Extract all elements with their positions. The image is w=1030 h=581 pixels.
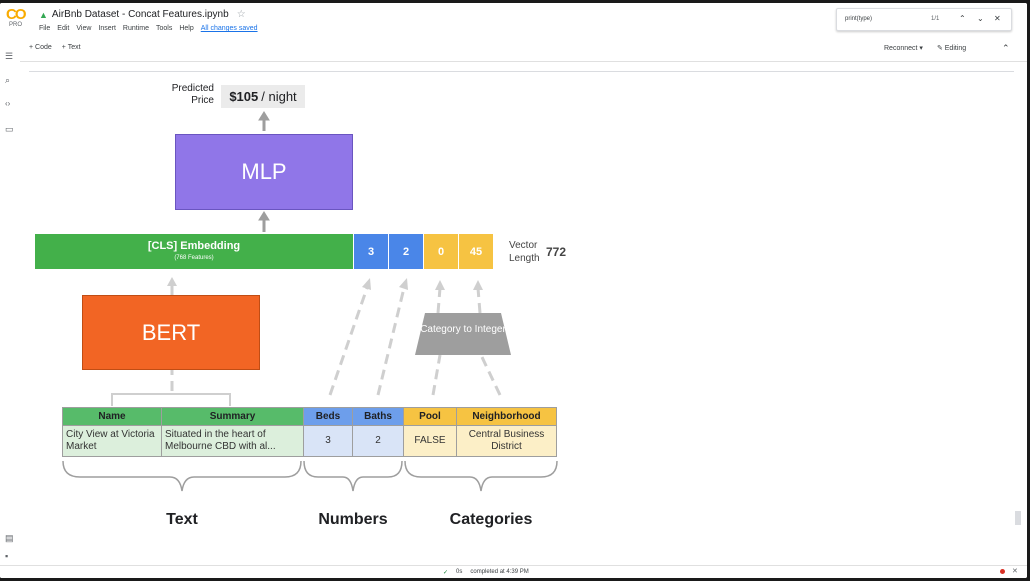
col-pool-header: Pool (403, 407, 457, 426)
menu-runtime[interactable]: Runtime (122, 25, 149, 32)
cell-neighborhood: Central Business District (456, 425, 557, 457)
cell-name: City View at Victoria Market (62, 425, 162, 457)
price-unit: / night (261, 89, 297, 104)
reconnect-button[interactable]: Reconnect ▾ (884, 44, 923, 52)
category-to-integer-box: Category to Integer (415, 313, 511, 355)
diagram-connectors (62, 111, 558, 492)
menu-edit[interactable]: Edit (57, 25, 70, 32)
col-name-header: Name (62, 407, 162, 426)
menu-insert[interactable]: Insert (98, 25, 116, 32)
embedding-label: [CLS] Embedding (147, 240, 241, 252)
code-snippets-icon[interactable]: ‹› (5, 99, 11, 108)
bert-block: BERT (82, 295, 260, 370)
logo-text: CO (6, 6, 27, 23)
group-label-numbers: Numbers (318, 511, 388, 528)
vector-length-value: 772 (546, 245, 567, 259)
status-bar: ✓ 0s completed at 4:39 PM ✕ (0, 565, 1027, 578)
group-label-categories: Categories (449, 511, 533, 528)
notebook-title[interactable]: AirBnb Dataset - Concat Features.ipynb (51, 9, 229, 20)
drive-icon: ▲ (39, 9, 48, 20)
editing-mode-button[interactable]: ✎ Editing (937, 44, 966, 52)
colab-logo[interactable]: CO PRO (6, 6, 30, 34)
model-diagram: Predicted Price $105/ night MLP [CLS] Em… (30, 73, 590, 543)
vector-cell-beds: 3 (353, 234, 388, 269)
notebook-header: CO PRO ▲ AirBnb Dataset - Concat Feature… (0, 3, 1027, 39)
pencil-icon: ✎ (936, 45, 943, 52)
find-bar: print(type) 1/1 ⌃ ⌄ ✕ (836, 8, 1012, 31)
cell-baths: 2 (352, 425, 404, 457)
group-label-text: Text (166, 511, 198, 528)
title-row: ▲ AirBnb Dataset - Concat Features.ipynb… (39, 9, 246, 20)
cell-pool: FALSE (403, 425, 457, 457)
save-status-link[interactable]: All changes saved (200, 25, 258, 32)
category-box-label: Category to Integer (420, 324, 506, 335)
cell-beds: 3 (303, 425, 353, 457)
table-row: City View at Victoria Market Situated in… (62, 425, 557, 457)
terminal-icon[interactable]: ▪ (5, 551, 9, 561)
close-status-icon[interactable]: ✕ (1012, 568, 1018, 575)
cls-embedding-bar: [CLS] Embedding (768 Features) (35, 234, 353, 269)
menu-bar: File Edit View Insert Runtime Tools Help… (39, 25, 258, 32)
run-duration: 0s (456, 569, 463, 575)
left-sidebar: ☰ ⌕ ‹› ▭ ▤ ▪ (0, 39, 20, 578)
col-neighborhood-header: Neighborhood (456, 407, 557, 426)
code-cell[interactable] (29, 65, 1014, 72)
find-count: 1/1 (931, 16, 940, 22)
add-code-button[interactable]: + Code (29, 44, 52, 51)
close-icon[interactable]: ✕ (994, 14, 1001, 23)
runtime-status-dot (1000, 569, 1005, 574)
menu-help[interactable]: Help (179, 25, 194, 32)
menu-file[interactable]: File (39, 25, 51, 32)
check-icon: ✓ (443, 570, 449, 576)
notebook-toolbar: + Code + Text Reconnect ▾ ✎ Editing ⌃ (0, 39, 1027, 62)
price-value: $105 (229, 89, 259, 104)
editing-label: Editing (944, 45, 967, 52)
predicted-price-box: $105/ night (221, 85, 305, 108)
table-header-row: Name Summary Beds Baths Pool Neighborhoo… (62, 407, 557, 426)
logo-subtitle: PRO (9, 22, 23, 28)
command-palette-icon[interactable]: ▤ (5, 533, 14, 543)
vector-cell-baths: 2 (388, 234, 423, 269)
toc-icon[interactable]: ☰ (5, 51, 14, 61)
completed-time: completed at 4:39 PM (470, 569, 529, 575)
star-icon[interactable]: ☆ (236, 9, 246, 20)
reconnect-label: Reconnect (884, 45, 918, 52)
colab-window: CO PRO ▲ AirBnb Dataset - Concat Feature… (0, 3, 1027, 578)
menu-view[interactable]: View (76, 25, 92, 32)
chevron-up-icon[interactable]: ⌃ (959, 14, 966, 23)
files-icon[interactable]: ▭ (5, 124, 14, 134)
mlp-block: MLP (175, 134, 353, 210)
menu-tools[interactable]: Tools (155, 25, 173, 32)
scrollbar-thumb[interactable] (1015, 511, 1021, 525)
vector-cell-neighborhood: 45 (458, 234, 493, 269)
caret-down-icon: ▾ (919, 45, 923, 52)
chevron-down-icon[interactable]: ⌄ (977, 14, 984, 23)
collapse-header-icon[interactable]: ⌃ (1002, 43, 1010, 53)
col-summary-header: Summary (161, 407, 304, 426)
col-beds-header: Beds (303, 407, 353, 426)
find-input[interactable]: print(type) (845, 16, 873, 22)
col-baths-header: Baths (352, 407, 404, 426)
vector-cell-pool: 0 (423, 234, 458, 269)
category-trapezoid (415, 313, 511, 355)
predicted-price-label: Predicted Price (171, 83, 214, 106)
embedding-sub: (768 Features) (174, 255, 214, 261)
search-icon[interactable]: ⌕ (5, 75, 11, 85)
cell-summary: Situated in the heart of Melbourne CBD w… (161, 425, 304, 457)
listing-table: Name Summary Beds Baths Pool Neighborhoo… (62, 407, 557, 457)
vector-length-label: Vector Length (509, 240, 540, 264)
add-text-button[interactable]: + Text (61, 44, 81, 51)
